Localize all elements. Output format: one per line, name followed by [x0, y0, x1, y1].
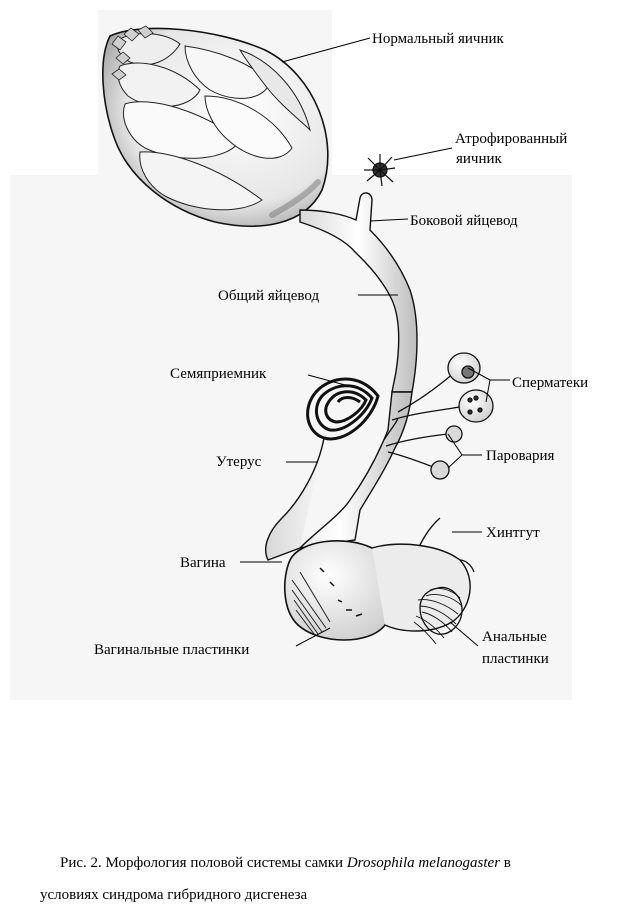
label-atrophied-ovary-line1: Атрофированный — [455, 131, 568, 147]
label-spermathecae: Сперматеки — [512, 375, 589, 391]
label-anal-plates-line2: пластинки — [482, 651, 549, 667]
label-seminal-receptacle: Семяприемник — [170, 366, 267, 382]
caption-species: Drosophila melanogaster — [346, 855, 501, 871]
seminal-receptacle — [306, 377, 380, 441]
label-parovaria: Паровария — [486, 448, 555, 464]
label-uterus: Утерус — [216, 454, 262, 470]
parovaria — [383, 417, 463, 480]
normal-ovary — [102, 25, 329, 227]
vagina-and-plates — [283, 517, 475, 645]
spermathecae — [391, 352, 494, 423]
label-hindgut: Хинтгут — [486, 525, 540, 541]
label-atrophied-ovary-line2: яичник — [456, 151, 502, 167]
caption-line-1: Рис. 2. Морфология половой системы самки… — [60, 855, 511, 871]
label-normal-ovary: Нормальный яичник — [372, 31, 504, 47]
label-vagina: Вагина — [180, 555, 226, 571]
atrophied-ovary — [364, 154, 396, 187]
label-vaginal-plates: Вагинальные пластинки — [94, 642, 250, 658]
leader-lines — [240, 37, 510, 647]
label-lateral-oviduct: Боковой яйцевод — [410, 213, 518, 229]
oviduct-system — [264, 192, 418, 561]
label-common-oviduct: Общий яйцевод — [218, 288, 320, 304]
caption-line-2: условиях синдрома гибридного дисгенеза — [40, 887, 308, 903]
label-anal-plates-line1: Анальные — [482, 629, 547, 645]
